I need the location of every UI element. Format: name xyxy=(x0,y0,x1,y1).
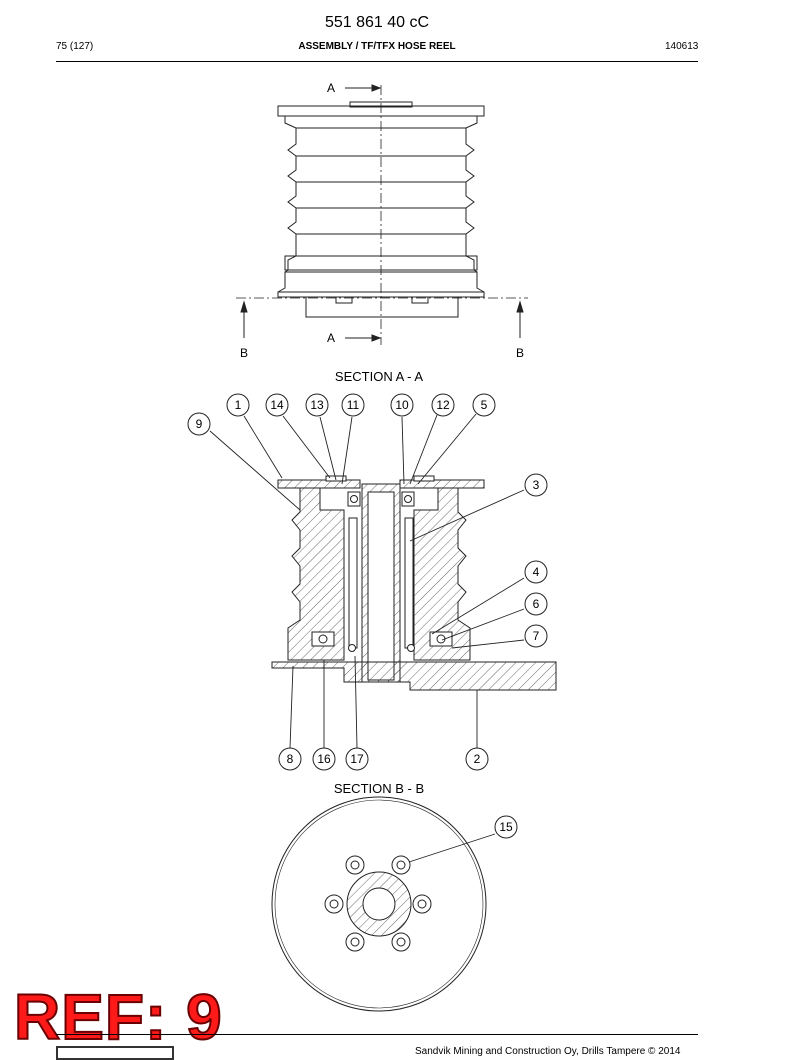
svg-text:4: 4 xyxy=(533,565,540,579)
svg-text:3: 3 xyxy=(533,478,540,492)
balloon-6: 6 xyxy=(524,592,548,616)
svg-text:7: 7 xyxy=(533,629,540,643)
svg-text:16: 16 xyxy=(317,752,331,766)
svg-text:15: 15 xyxy=(499,820,513,834)
section-aa-title: SECTION A - A xyxy=(335,369,423,384)
section-aa-view xyxy=(271,475,557,691)
ref-stamp: REF: 9 xyxy=(13,981,223,1053)
svg-text:11: 11 xyxy=(347,398,360,412)
balloon-1: 1 xyxy=(226,393,250,417)
balloon-5: 5 xyxy=(472,393,496,417)
balloon-11: 11 xyxy=(341,393,365,417)
balloon-2: 2 xyxy=(465,747,489,771)
footer-rule xyxy=(56,1034,698,1035)
section-bb-title: SECTION B - B xyxy=(334,781,424,796)
balloon-17: 17 xyxy=(345,747,369,771)
balloon-7: 7 xyxy=(524,624,548,648)
svg-text:9: 9 xyxy=(196,417,203,431)
section-marker-a-bottom: A xyxy=(327,331,335,345)
section-marker-a-top: A xyxy=(327,81,335,95)
balloon-12: 12 xyxy=(431,393,455,417)
page-title: ASSEMBLY / TF/TFX HOSE REEL xyxy=(298,41,456,52)
page-number: 75 (127) xyxy=(56,41,94,52)
balloon-9: 9 xyxy=(187,412,211,436)
section-marker-b-left: B xyxy=(240,346,248,360)
balloon-13: 13 xyxy=(305,393,329,417)
document-number: 551 861 40 cC xyxy=(324,14,430,31)
header-rule xyxy=(56,61,698,62)
section-marker-b-right: B xyxy=(516,346,524,360)
balloon-10: 10 xyxy=(390,393,414,417)
svg-text:10: 10 xyxy=(395,398,409,412)
footer-copyright: Sandvik Mining and Construction Oy, Dril… xyxy=(415,1046,681,1057)
elevation-view xyxy=(236,84,528,345)
svg-text:13: 13 xyxy=(310,398,324,412)
balloons: 1 14 13 11 10 12 5 9 3 4 6 7 8 16 17 2 1… xyxy=(187,393,548,839)
svg-text:5: 5 xyxy=(481,398,488,412)
balloon-4: 4 xyxy=(524,560,548,584)
svg-text:8: 8 xyxy=(287,752,294,766)
balloon-14: 14 xyxy=(265,393,289,417)
balloon-8: 8 xyxy=(278,747,302,771)
svg-text:17: 17 xyxy=(350,752,364,766)
footer-logo-box xyxy=(56,1046,174,1060)
svg-text:1: 1 xyxy=(235,398,242,412)
document-code: 140613 xyxy=(665,41,699,52)
section-bb-view xyxy=(271,796,496,1012)
balloon-3: 3 xyxy=(524,473,548,497)
balloon-15: 15 xyxy=(494,815,518,839)
leader-lines xyxy=(209,413,525,749)
svg-text:6: 6 xyxy=(533,597,540,611)
svg-text:2: 2 xyxy=(474,752,481,766)
balloon-16: 16 xyxy=(312,747,336,771)
svg-text:14: 14 xyxy=(270,398,284,412)
svg-text:12: 12 xyxy=(436,398,450,412)
